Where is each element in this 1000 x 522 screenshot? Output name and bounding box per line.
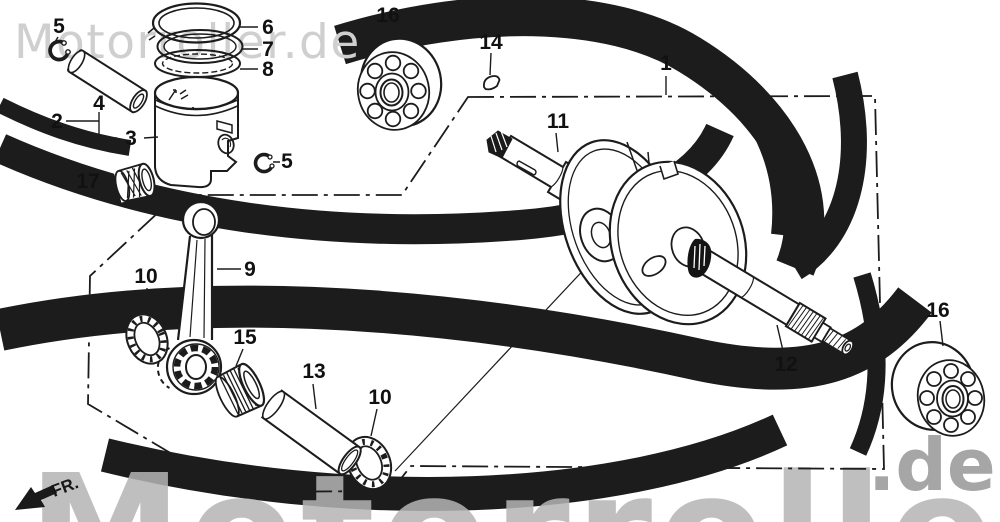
- assembly-boundary: [87, 95, 885, 493]
- part-label-11: 11: [547, 110, 570, 133]
- fr-arrow-icon: [15, 485, 57, 510]
- part-label-5b: 5: [281, 150, 293, 173]
- part-label-3: 3: [125, 127, 137, 150]
- crankpin-end: [687, 238, 712, 278]
- watermark-bottom-text: Motorroller: [28, 441, 1000, 522]
- keyway-slot: [516, 160, 537, 176]
- part-label-2: 2: [51, 110, 63, 133]
- ball-bearing-top-drawing: [356, 37, 443, 131]
- part-label-17: 17: [76, 170, 99, 193]
- part-label-4: 4: [93, 92, 105, 115]
- piston-ring-top-drawing: [147, 2, 242, 44]
- crankshaft-right-shaft: [692, 247, 855, 356]
- part-label-16b: 16: [926, 299, 949, 322]
- circlip-left-drawing: [48, 39, 71, 62]
- ball-bearing-bottom-drawing: [890, 341, 986, 437]
- part-label-9: 9: [244, 258, 256, 281]
- bigend-needle-bearing-drawing: [214, 362, 266, 419]
- leader-lines: [54, 26, 944, 437]
- woodruff-key-drawing: [482, 75, 501, 91]
- part-label-8: 8: [262, 58, 274, 81]
- part-label-13: 13: [302, 360, 325, 383]
- crankshaft-drawing: [486, 130, 855, 356]
- piston-pin-drawing: [67, 49, 148, 114]
- connecting-rod-drawing: [156, 200, 223, 396]
- thrust-washer-upper-drawing: [125, 313, 169, 365]
- part-label-16a: 16: [376, 4, 399, 27]
- piston-ring-second-drawing: [156, 29, 244, 64]
- part-label-5a: 5: [53, 15, 65, 38]
- piston-crown-mark: [168, 89, 189, 101]
- crankpin-leader-line: [394, 245, 607, 472]
- part-label-15: 15: [233, 326, 257, 349]
- smallend-needle-bearing-drawing: [113, 162, 156, 203]
- part-label-10b: 10: [368, 386, 391, 409]
- part-label-6: 6: [262, 16, 274, 39]
- circlip-right-drawing: [253, 152, 275, 174]
- watermark-de-text: .de: [868, 423, 996, 507]
- part-label-12: 12: [774, 353, 797, 376]
- piston-drawing: [153, 75, 240, 189]
- spacer-collar-drawing: [260, 389, 363, 477]
- part-label-1: 1: [660, 52, 672, 75]
- part-label-14: 14: [479, 31, 503, 54]
- part-label-10a: 10: [134, 265, 157, 288]
- part-label-7: 7: [262, 38, 274, 61]
